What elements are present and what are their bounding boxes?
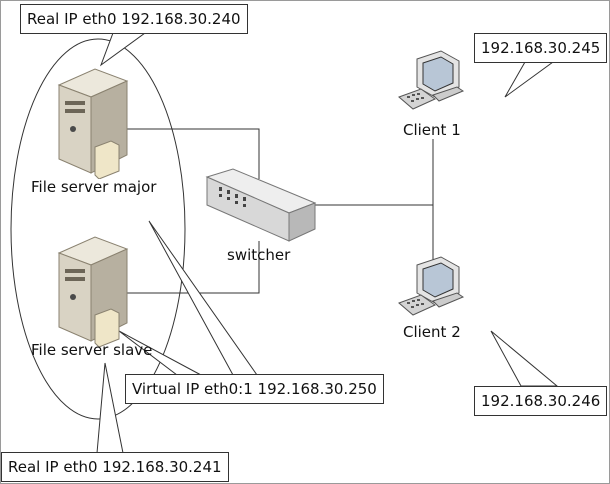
callout-major-real-ip: Real IP eth0 192.168.30.240 — [20, 4, 248, 34]
callout-virtual-ip: Virtual IP eth0:1 192.168.30.250 — [125, 374, 384, 404]
client2-computer-icon — [398, 256, 465, 316]
switch-icon — [205, 168, 317, 242]
server-major-label: File server major — [31, 178, 157, 196]
callout-slave-real-ip: Real IP eth0 192.168.30.241 — [1, 452, 229, 482]
pointer-slave-real-ip — [96, 362, 124, 454]
link-major-switcher — [119, 128, 260, 179]
pointer-client1-ip — [504, 61, 555, 98]
callout-client2-ip: 192.168.30.246 — [474, 386, 608, 416]
server-major-icon — [57, 68, 129, 179]
link-slave-switcher — [119, 241, 260, 294]
server-slave-icon — [57, 236, 129, 347]
client2-label: Client 2 — [403, 323, 461, 341]
server-cluster-ellipse — [10, 38, 186, 420]
server-slave-label: File server slave — [31, 341, 153, 359]
pointer-client2-ip — [490, 330, 559, 387]
callout-client1-ip: 192.168.30.245 — [474, 33, 608, 63]
client1-label: Client 1 — [403, 121, 461, 139]
client1-computer-icon — [398, 50, 465, 110]
switcher-label: switcher — [227, 246, 291, 264]
